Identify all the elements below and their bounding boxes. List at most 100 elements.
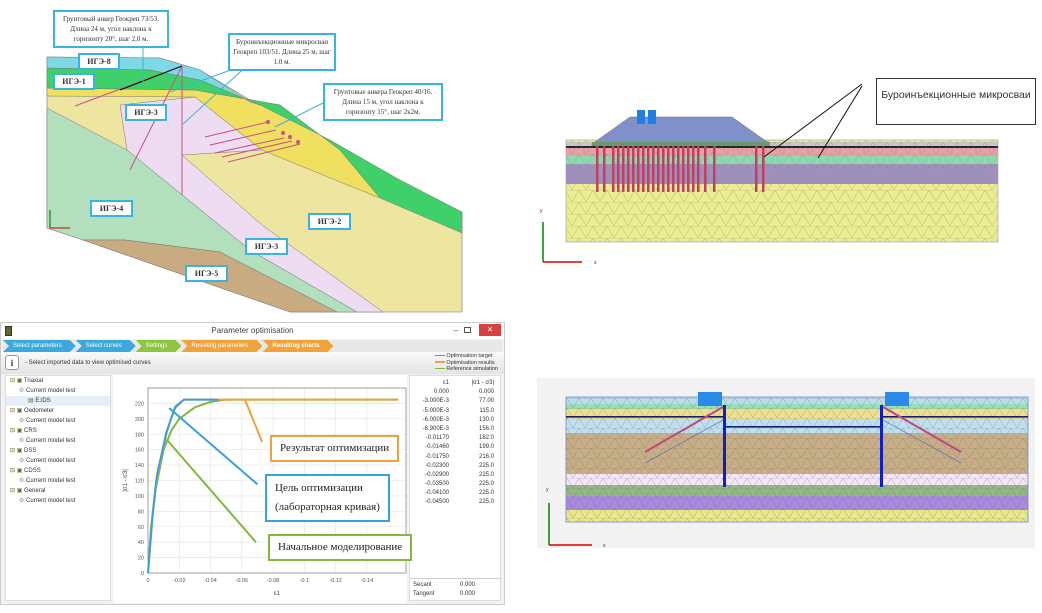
close-button[interactable]: ✕ (479, 324, 501, 336)
x-tick-label: -0.08 (267, 578, 280, 584)
tree-item[interactable]: ⚙ Current model test (6, 456, 110, 466)
table-row: -0.01460 199.0 (410, 443, 500, 452)
table-cell: -5.000E-3 (422, 407, 449, 414)
label-ige2: ИГЭ-2 (308, 213, 351, 230)
annotation-initial-simulation: Начальное моделирование (268, 534, 413, 561)
tree-item[interactable]: ▤ E:iDS (6, 396, 110, 406)
secant-value: 0.000 (460, 582, 476, 588)
callout-ground-anchors: Грунтовые анкера Геокреп 40/16. Длина 15… (323, 83, 443, 121)
gear-icon: ⚙ (19, 418, 27, 424)
test-tree: ⊟ ▣ Triaxial⚙ Current model test▤ E:iDS⊟… (5, 375, 111, 601)
callout-leaders (763, 83, 863, 159)
table-cell: -6.000E-3 (422, 416, 449, 423)
table-header: ε1|σ1 - σ3| (442, 380, 494, 386)
tree-item[interactable]: ⊟ ▣ CRS (6, 426, 110, 436)
axis-y-label: y (546, 487, 549, 493)
tree-item[interactable]: ⚙ Current model test (6, 476, 110, 486)
tree-item-label: CRS (24, 428, 37, 434)
label-ige3-lower: ИГЭ-3 (245, 238, 288, 255)
table-cell: 225.0 (478, 490, 494, 497)
table-cell: 199.0 (478, 444, 494, 451)
label-ige3-upper: ИГЭ-3 (125, 104, 167, 121)
table-row: -0.01170 182.0 (410, 434, 500, 443)
label-ige5: ИГЭ-5 (185, 265, 228, 282)
gear-icon: ⚙ (19, 388, 27, 394)
table-cell: -0.01460 (425, 444, 449, 451)
tree-item[interactable]: ⚙ Current model test (6, 436, 110, 446)
info-text: - Select imported data to view optimised… (25, 360, 151, 366)
step-select-curves[interactable]: Select curves (76, 340, 136, 352)
tree-item-label: Current model test (26, 418, 76, 424)
y-tick-label: 160 (135, 448, 144, 454)
category-icon: ⊟ ▣ (10, 378, 24, 384)
table-cell: 0.000 (433, 389, 449, 396)
data-icon: ▤ (28, 398, 36, 404)
table-cell: -3.000E-3 (422, 398, 449, 405)
axis-icon (49, 210, 70, 229)
category-icon: ⊟ ▣ (10, 428, 25, 434)
embankment (591, 116, 771, 145)
anchor-left (644, 406, 724, 453)
minimize-button[interactable]: – (453, 326, 458, 335)
callout-micropiles: Буроинъекционные микросваи Геокреп 103/5… (228, 33, 336, 71)
table-cell: 130.0 (478, 416, 494, 423)
table-cell: 115.0 (479, 407, 494, 414)
callout-micropiles-box: Буроинъекционные микросваи (876, 78, 1036, 125)
y-tick-label: 80 (138, 509, 144, 515)
pointer-result (244, 399, 264, 443)
step-select-parameters[interactable]: Select parameters (3, 340, 76, 352)
info-bar: i - Select imported data to view optimis… (1, 352, 504, 374)
table-cell: -0.04100 (425, 490, 449, 497)
step-resulting-charts[interactable]: Resulting charts (262, 340, 333, 352)
pointer-target (168, 407, 259, 486)
step-settings[interactable]: Settings (136, 340, 182, 352)
tree-item[interactable]: ⊟ ▣ General (6, 486, 110, 496)
tree-item-label: Triaxial (23, 378, 44, 384)
legend-item: Reference simulation (434, 366, 498, 373)
title-bar: Parameter optimisation – ✕ (1, 323, 504, 339)
table-row: -5.000E-3 115.0 (410, 407, 500, 416)
tree-item[interactable]: ⊟ ▣ CDSS (6, 466, 110, 476)
tree-item-label: Oedometer (24, 408, 55, 414)
anchor-heads (266, 120, 300, 144)
tree-item[interactable]: ⚙ Current model test (6, 416, 110, 426)
y-tick-label: 200 (135, 417, 144, 423)
maximize-button[interactable] (464, 327, 471, 333)
secant-label: Secant (413, 582, 432, 588)
tree-item[interactable]: ⊟ ▣ Oedometer (6, 406, 110, 416)
axis-y-label: y (540, 208, 543, 214)
step-resulting-parameters[interactable]: Resulting parameters (181, 340, 262, 352)
table-cell: 225.0 (478, 481, 494, 488)
parameter-optimisation-window: Parameter optimisation – ✕ Select parame… (0, 322, 505, 605)
tree-item[interactable]: ⊟ ▣ Triaxial (6, 376, 110, 386)
tangent-label: Tangent (413, 591, 435, 597)
pointer-initial (166, 438, 257, 543)
tree-item[interactable]: ⊟ ▣ DSS (6, 446, 110, 456)
table-cell: -0.01170 (425, 435, 449, 442)
category-icon: ⊟ ▣ (10, 468, 25, 474)
tree-item-label: Current model test (26, 388, 76, 394)
table-cell: 225.0 (478, 471, 494, 478)
table-cell: -0.02900 (425, 471, 449, 478)
embankment-diagram: y x (540, 83, 999, 266)
anchor-right (882, 406, 962, 453)
category-icon: ⊟ ▣ (10, 408, 25, 414)
tree-item[interactable]: ⚙ Current model test (6, 386, 110, 396)
window-title: Parameter optimisation (211, 326, 294, 335)
axis-icon (542, 222, 582, 263)
micropiles (596, 146, 765, 192)
callout-ground-anchor: Грунтовый анкер Геокреп 73/53. Длина 24 … (53, 10, 169, 48)
annotation-optimisation-result: Результат оптимизации (270, 435, 400, 462)
y-tick-label: 120 (135, 479, 144, 485)
tree-item-label: CDSS (24, 468, 41, 474)
excavation-diagram: y x (537, 378, 1035, 548)
legend-item: Optimisation target (434, 353, 498, 360)
table-cell: 182.0 (478, 435, 494, 442)
tree-item[interactable]: ⚙ Current model test (6, 496, 110, 506)
info-icon: i (5, 355, 19, 370)
